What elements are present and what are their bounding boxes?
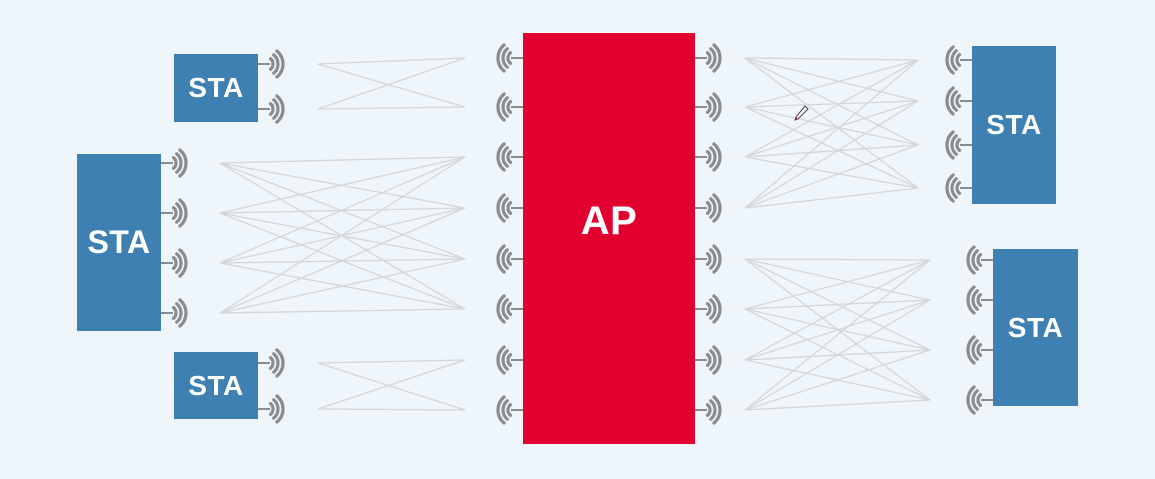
- link-line: [744, 144, 919, 209]
- sta-antenna-icon: [945, 130, 972, 160]
- link-line: [317, 63, 466, 108]
- ap-left-antenna-icon: [496, 345, 523, 375]
- sta-antenna-icon: [966, 385, 993, 415]
- link-line: [219, 156, 466, 214]
- sta-right-top-label: STA: [986, 109, 1042, 140]
- sta-left-top-label: STA: [188, 72, 244, 103]
- sta-antenna-icon: [258, 348, 285, 378]
- ap-right-antenna-icon: [695, 395, 722, 425]
- ap-left-antenna-icon: [496, 244, 523, 274]
- link-line: [744, 100, 919, 209]
- pen-cursor-icon: [794, 105, 809, 121]
- link-line: [219, 258, 466, 314]
- sta-antenna-icon: [945, 86, 972, 116]
- sta-antenna-icon: [258, 49, 285, 79]
- access-point-label: AP: [580, 199, 638, 243]
- link-line: [317, 359, 466, 410]
- link-line: [317, 408, 466, 411]
- ap-left-antenna-icon: [496, 92, 523, 122]
- link-line: [744, 187, 919, 209]
- link-line: [744, 399, 931, 411]
- ap-right-antenna-icon: [695, 294, 722, 324]
- link-line: [744, 57, 919, 61]
- sta-antenna-icon: [161, 148, 188, 178]
- sta-antenna-icon: [161, 248, 188, 278]
- link-line: [744, 100, 919, 158]
- sta-antenna-icon: [161, 198, 188, 228]
- sta-antenna-icon: [258, 94, 285, 124]
- sta-left-middle: STA: [77, 154, 161, 331]
- link-line: [744, 259, 931, 411]
- link-line: [744, 299, 931, 310]
- link-line: [219, 207, 466, 314]
- link-line: [744, 57, 919, 102]
- link-line: [744, 349, 931, 411]
- link-line: [744, 59, 919, 108]
- link-line: [744, 258, 931, 301]
- link-line: [744, 259, 931, 361]
- ap-right-antenna-icon: [695, 142, 722, 172]
- sta-antenna-icon: [966, 335, 993, 365]
- link-line: [744, 59, 919, 158]
- link-line: [744, 259, 931, 310]
- link-line: [744, 144, 919, 158]
- ap-right-antenna-icon: [695, 193, 722, 223]
- link-line: [744, 156, 919, 189]
- sta-antenna-icon: [258, 394, 285, 424]
- antenna-waves: [161, 43, 993, 425]
- link-line: [317, 57, 466, 110]
- link-line: [317, 362, 466, 411]
- link-lines: [219, 57, 931, 411]
- sta-right-bottom-label: STA: [1007, 311, 1064, 343]
- link-line: [744, 258, 931, 261]
- sta-antenna-icon: [161, 298, 188, 328]
- sta-left-bottom: STA: [174, 352, 258, 419]
- link-line: [744, 57, 919, 189]
- sta-right-bottom: STA: [993, 249, 1078, 406]
- link-line: [744, 100, 919, 108]
- link-line: [219, 156, 466, 264]
- link-line: [744, 59, 919, 209]
- ap-left-antenna-icon: [496, 395, 523, 425]
- sta-right-top: STA: [972, 46, 1056, 204]
- ap-right-antenna-icon: [695, 345, 722, 375]
- sta-left-bottom-label: STA: [188, 369, 244, 401]
- ap-right-antenna-icon: [695, 92, 722, 122]
- link-line: [744, 299, 931, 411]
- link-line: [744, 106, 919, 146]
- sta-left-top: STA: [174, 54, 258, 122]
- link-line: [219, 308, 466, 314]
- access-point: AP: [523, 33, 695, 444]
- ap-left-antenna-icon: [496, 43, 523, 73]
- sta-antenna-icon: [945, 45, 972, 75]
- link-line: [317, 106, 466, 110]
- sta-antenna-icon: [966, 285, 993, 315]
- ap-left-antenna-icon: [496, 294, 523, 324]
- ap-left-antenna-icon: [496, 142, 523, 172]
- link-line: [219, 156, 466, 164]
- link-line: [744, 57, 919, 146]
- link-line: [317, 57, 466, 65]
- sta-left-middle-label: STA: [87, 224, 151, 260]
- ap-right-antenna-icon: [695, 244, 722, 274]
- link-line: [219, 156, 466, 314]
- link-line: [744, 299, 931, 361]
- ap-right-antenna-icon: [695, 43, 722, 73]
- sta-antenna-icon: [966, 245, 993, 275]
- sta-antenna-icon: [945, 173, 972, 203]
- link-line: [317, 359, 466, 364]
- link-line: [744, 106, 919, 189]
- ap-left-antenna-icon: [496, 193, 523, 223]
